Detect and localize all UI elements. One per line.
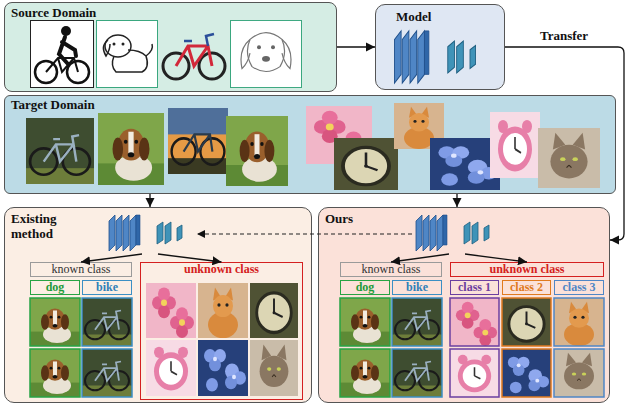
class-name: dog <box>356 281 375 294</box>
class-name: bike <box>96 281 118 294</box>
class-name: class 1 <box>458 281 491 294</box>
class-name: unknown class <box>489 263 564 276</box>
class-name: known class <box>362 263 421 276</box>
connector-arrow <box>505 47 624 240</box>
edge-label: Transfer <box>538 28 590 43</box>
class-label: bike <box>82 280 132 295</box>
class-name: bike <box>406 281 428 294</box>
split-arrow <box>81 254 142 262</box>
connector-arrow <box>337 46 375 47</box>
class-label: bike <box>392 280 442 295</box>
split-arrow <box>465 254 527 262</box>
panel-title: Existing method <box>11 211 71 241</box>
panel-title: Target Domain <box>11 97 95 112</box>
class-label: unknown class <box>450 262 604 277</box>
split-arrow <box>158 254 222 262</box>
class-name: unknown class <box>184 263 259 276</box>
class-name: dog <box>46 281 65 294</box>
class-name: class 2 <box>510 281 543 294</box>
class-name: known class <box>52 263 111 276</box>
class-label: known class <box>30 262 132 277</box>
class-label: class 2 <box>502 280 551 295</box>
split-arrow <box>391 254 449 262</box>
panel-title: Model <box>396 9 431 24</box>
connector-arrow <box>149 194 150 207</box>
panel-title: Source Domain <box>11 5 96 20</box>
class-label: known class <box>340 262 442 277</box>
class-label: class 3 <box>554 280 604 295</box>
class-label: dog <box>30 280 80 295</box>
connector-arrow <box>456 194 457 207</box>
panel-title: Ours <box>325 211 353 226</box>
edge-label-box: Transfer <box>538 28 590 43</box>
class-label: dog <box>340 280 390 295</box>
class-label: class 1 <box>450 280 499 295</box>
class-name: class 3 <box>563 281 596 294</box>
